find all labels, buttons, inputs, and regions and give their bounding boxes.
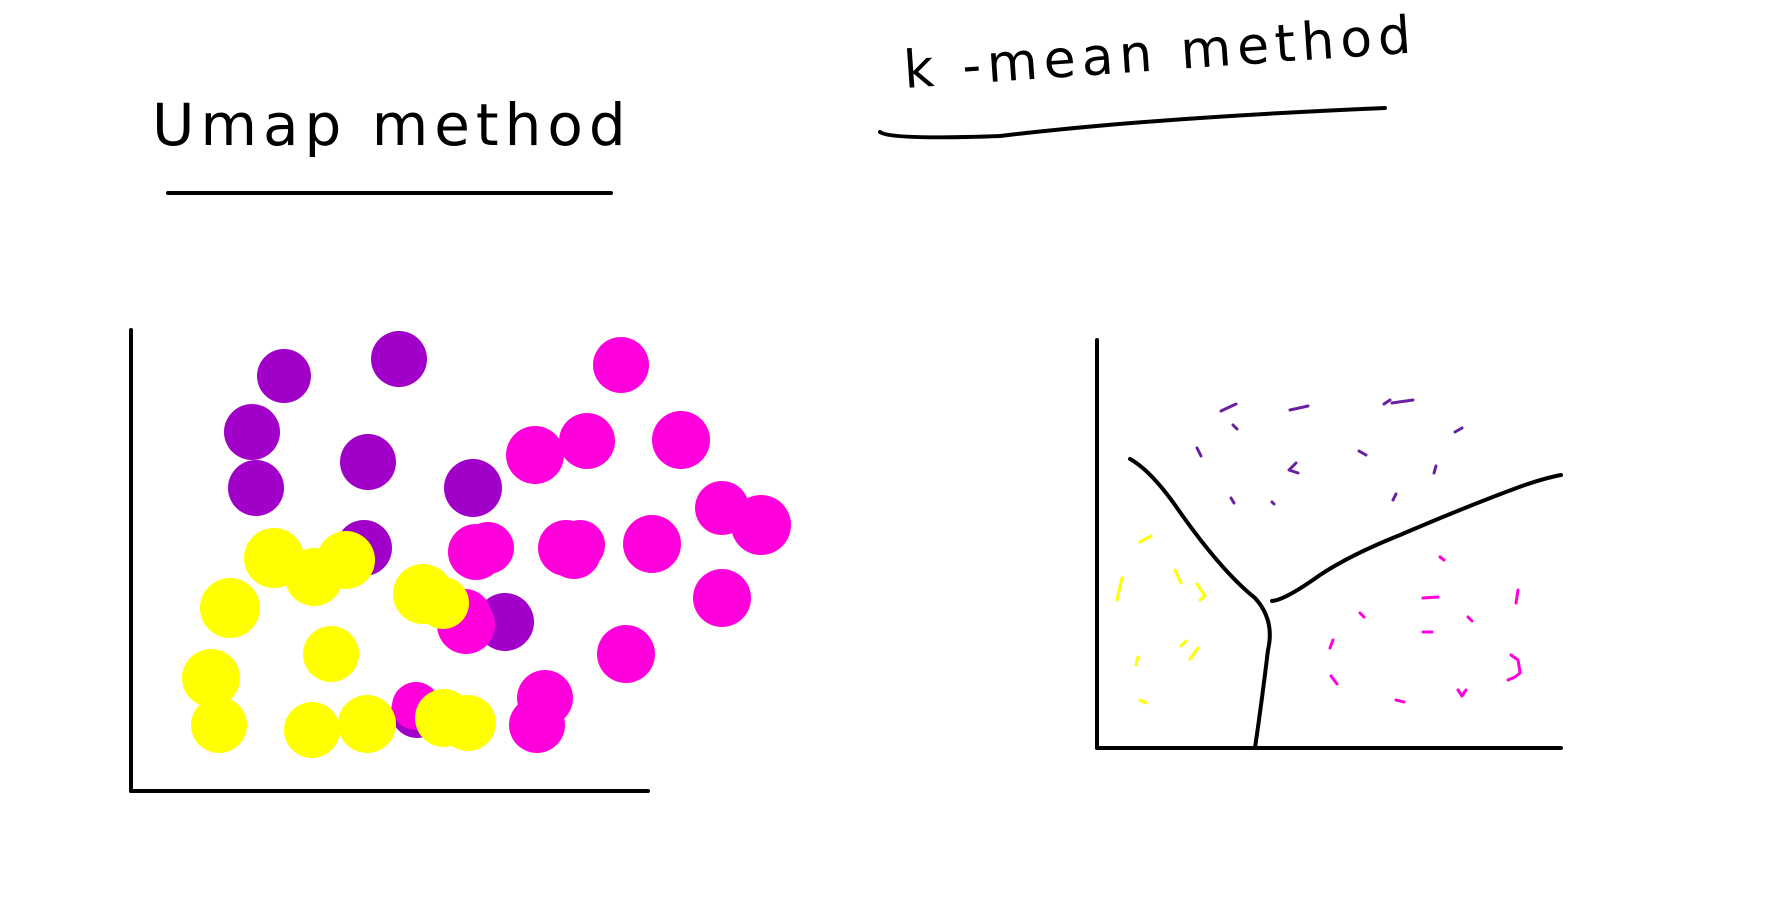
magenta-cluster-dot bbox=[559, 413, 615, 469]
magenta-point-mark bbox=[1514, 588, 1520, 605]
yellow-cluster-dot bbox=[440, 695, 496, 751]
kmeans-title-underline bbox=[878, 106, 1387, 140]
magenta-cluster-dot bbox=[652, 411, 710, 469]
yellow-point-mark bbox=[1173, 568, 1183, 585]
yellow-point-mark bbox=[1138, 534, 1153, 544]
yellow-cluster-dot bbox=[182, 649, 240, 707]
purple-point-mark bbox=[1195, 446, 1203, 458]
magenta-point-mark bbox=[1456, 688, 1468, 698]
purple-point-mark bbox=[1219, 402, 1238, 413]
kmeans-marks bbox=[1115, 398, 1522, 705]
yellow-cluster-dot bbox=[338, 695, 396, 753]
yellow-cluster-dot bbox=[317, 531, 375, 589]
magenta-cluster-dot bbox=[555, 520, 605, 570]
magenta-cluster-dot bbox=[509, 697, 565, 753]
magenta-cluster-dot bbox=[506, 426, 564, 484]
purple-cluster-dot bbox=[340, 434, 396, 490]
magenta-cluster-dot bbox=[623, 515, 681, 573]
purple-cluster-dot bbox=[444, 459, 502, 517]
purple-point-mark bbox=[1287, 461, 1300, 475]
purple-point-mark bbox=[1391, 492, 1398, 502]
magenta-cluster-dot bbox=[462, 522, 514, 574]
purple-point-mark bbox=[1229, 496, 1236, 505]
yellow-point-mark bbox=[1188, 646, 1200, 661]
yellow-cluster-dot bbox=[303, 626, 359, 682]
umap-panel: Umap method bbox=[129, 91, 791, 793]
purple-point-mark bbox=[1390, 398, 1415, 405]
yellow-point-mark bbox=[1134, 655, 1140, 667]
purple-point-mark bbox=[1357, 449, 1368, 457]
magenta-point-mark bbox=[1509, 653, 1522, 674]
magenta-cluster-dot bbox=[597, 625, 655, 683]
kmeans-boundary-left bbox=[1128, 457, 1272, 750]
magenta-point-mark bbox=[1328, 638, 1335, 650]
purple-point-mark bbox=[1288, 404, 1310, 412]
magenta-point-mark bbox=[1394, 698, 1406, 704]
yellow-point-mark bbox=[1138, 698, 1148, 705]
yellow-point-mark bbox=[1115, 576, 1124, 602]
yellow-point-mark bbox=[1179, 639, 1188, 648]
umap-dots bbox=[182, 331, 791, 758]
magenta-point-mark bbox=[1421, 595, 1440, 600]
magenta-point-mark bbox=[1466, 615, 1474, 623]
yellow-point-mark bbox=[1195, 582, 1207, 602]
purple-point-mark bbox=[1453, 426, 1464, 434]
purple-cluster-dot bbox=[371, 331, 427, 387]
magenta-point-mark bbox=[1329, 674, 1339, 686]
magenta-cluster-dot bbox=[731, 495, 791, 555]
kmeans-panel: k -mean method bbox=[878, 5, 1563, 750]
magenta-point-mark bbox=[1358, 611, 1366, 619]
purple-cluster-dot bbox=[257, 349, 311, 403]
magenta-point-mark bbox=[1438, 555, 1446, 562]
yellow-cluster-dot bbox=[417, 577, 469, 629]
kmeans-boundary-right bbox=[1270, 473, 1563, 603]
kmeans-title: k -mean method bbox=[902, 5, 1419, 101]
yellow-cluster-dot bbox=[191, 697, 247, 753]
purple-cluster-dot bbox=[224, 404, 280, 460]
magenta-point-mark bbox=[1506, 671, 1522, 682]
purple-cluster-dot bbox=[228, 460, 284, 516]
purple-point-mark bbox=[1432, 464, 1438, 475]
purple-point-mark bbox=[1382, 398, 1392, 406]
magenta-cluster-dot bbox=[593, 337, 649, 393]
purple-point-mark bbox=[1270, 500, 1276, 506]
umap-title: Umap method bbox=[152, 91, 632, 159]
yellow-cluster-dot bbox=[284, 702, 340, 758]
magenta-cluster-dot bbox=[693, 569, 751, 627]
purple-point-mark bbox=[1231, 423, 1239, 431]
yellow-cluster-dot bbox=[200, 578, 260, 638]
